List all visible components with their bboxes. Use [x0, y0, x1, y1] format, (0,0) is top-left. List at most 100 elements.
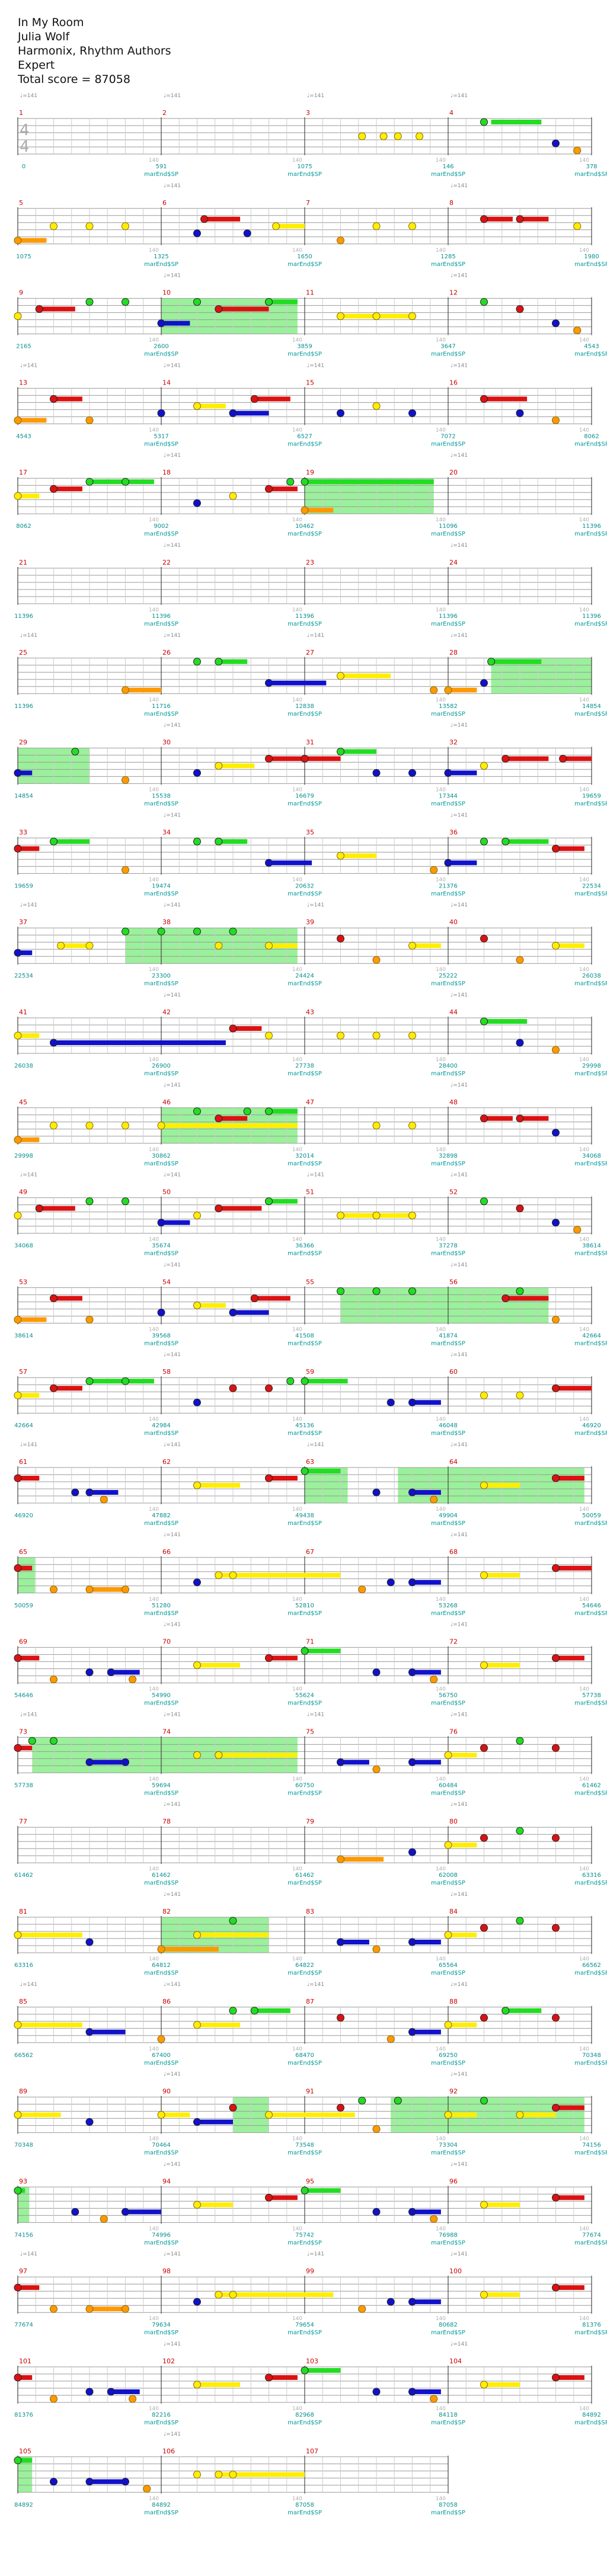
- beat-counter: 140: [579, 248, 589, 254]
- measure-number: 54: [162, 1278, 171, 1286]
- yellow-sustain: [276, 223, 305, 229]
- red-note: [516, 215, 524, 223]
- yellow-sustain: [218, 2292, 334, 2298]
- tempo-marker: ♩=141: [164, 1082, 181, 1088]
- yellow-note: [480, 1481, 488, 1489]
- measure-marker: marEnd$SP: [574, 1790, 607, 1796]
- green-sustain: [269, 299, 298, 305]
- measure-score: 1075: [16, 254, 31, 260]
- yellow-note: [50, 222, 57, 230]
- measure-score: 22534: [582, 883, 601, 889]
- measure-score: 41508: [295, 1332, 314, 1339]
- red-note: [200, 215, 209, 223]
- orange-note: [516, 956, 524, 964]
- blue-note: [50, 2478, 57, 2486]
- tempo-marker: ♩=141: [164, 1172, 181, 1178]
- measure-number: 63: [306, 1458, 314, 1466]
- measure-score: 0: [22, 164, 25, 170]
- blue-note: [408, 769, 416, 777]
- measure-score: 11096: [439, 523, 458, 530]
- measure-score: 79634: [152, 2322, 171, 2328]
- yellow-note: [157, 2111, 165, 2119]
- measure-marker: marEnd$SP: [287, 2060, 322, 2066]
- red-note: [14, 1654, 22, 1662]
- red-sustain: [484, 1116, 513, 1121]
- yellow-note: [379, 132, 388, 140]
- red-note: [229, 2104, 237, 2112]
- green-note: [85, 1197, 94, 1206]
- measure-marker: marEnd$SP: [431, 981, 465, 987]
- orange-sustain: [18, 1317, 47, 1322]
- yellow-sustain: [484, 1483, 520, 1488]
- red-sustain: [555, 1655, 584, 1661]
- measure-number: 84: [449, 1908, 458, 1915]
- measure-number: 89: [19, 2088, 27, 2096]
- red-note: [552, 2283, 560, 2292]
- yellow-note: [480, 1661, 488, 1670]
- green-note: [408, 1287, 416, 1295]
- yellow-sustain: [197, 1483, 241, 1488]
- beat-counter: 140: [149, 1417, 159, 1422]
- measure-score: 70464: [152, 2142, 171, 2149]
- yellow-sustain: [484, 2382, 520, 2387]
- red-note: [552, 1924, 560, 1932]
- yellow-note: [193, 2471, 201, 2479]
- measure-marker: marEnd$SP: [431, 890, 465, 897]
- beat-counter: 140: [436, 697, 446, 703]
- orange-note: [50, 2305, 57, 2313]
- yellow-sustain: [269, 2112, 355, 2117]
- measure-score: 28400: [439, 1063, 458, 1069]
- tempo-marker: ♩=141: [164, 812, 181, 818]
- orange-note: [372, 1765, 381, 1773]
- tempo-marker: ♩=141: [451, 992, 468, 998]
- green-note: [286, 1377, 295, 1385]
- star-power-region: [18, 2187, 30, 2223]
- yellow-sustain: [197, 403, 226, 409]
- measure-score: 39568: [152, 1332, 171, 1339]
- orange-sustain: [305, 508, 334, 513]
- measure-number: 97: [19, 2267, 27, 2275]
- red-note: [265, 755, 273, 763]
- blue-sustain: [90, 2479, 126, 2484]
- beat-counter: 140: [292, 338, 302, 344]
- measure-number: 76: [449, 1728, 458, 1735]
- beat-counter: 140: [292, 1776, 302, 1782]
- beat-counter: 140: [149, 158, 159, 164]
- measure-number: 28: [449, 649, 458, 656]
- red-note: [14, 2283, 22, 2292]
- beat-counter: 140: [579, 1866, 589, 1872]
- orange-note: [552, 1046, 560, 1054]
- beat-counter: 140: [292, 1866, 302, 1872]
- tempo-marker: ♩=141: [20, 1982, 37, 1988]
- yellow-sustain: [484, 1572, 520, 1578]
- beat-counter: 140: [292, 1327, 302, 1332]
- red-note: [215, 1114, 223, 1123]
- blue-note: [193, 2118, 201, 2126]
- beat-counter: 140: [149, 248, 159, 254]
- yellow-note: [122, 222, 129, 230]
- yellow-note: [408, 1031, 416, 1040]
- measure-score: 146: [442, 164, 453, 170]
- red-note: [50, 395, 57, 403]
- yellow-note: [272, 222, 280, 230]
- measure-score: 57738: [14, 1782, 33, 1789]
- measure-score: 3859: [297, 344, 312, 350]
- tempo-marker: ♩=141: [307, 1442, 324, 1448]
- measure-marker: marEnd$SP: [431, 2510, 465, 2516]
- measure-number: 82: [162, 1908, 171, 1915]
- yellow-sustain: [448, 1843, 477, 1848]
- beat-counter: 140: [149, 517, 159, 523]
- orange-sustain: [125, 687, 161, 693]
- measure-marker: marEnd$SP: [574, 1880, 607, 1886]
- song-title: In My Room: [18, 16, 84, 29]
- red-sustain: [39, 1206, 75, 1211]
- measure-marker: marEnd$SP: [144, 1430, 178, 1437]
- yellow-note: [215, 762, 223, 770]
- measure-score: 10462: [295, 523, 314, 530]
- measure-marker: marEnd$SP: [574, 981, 607, 987]
- measure-number: 6: [162, 199, 167, 207]
- blue-sustain: [412, 2209, 441, 2215]
- yellow-sustain: [18, 1393, 40, 1398]
- blue-sustain: [90, 1760, 126, 1765]
- blue-note: [372, 1668, 381, 1677]
